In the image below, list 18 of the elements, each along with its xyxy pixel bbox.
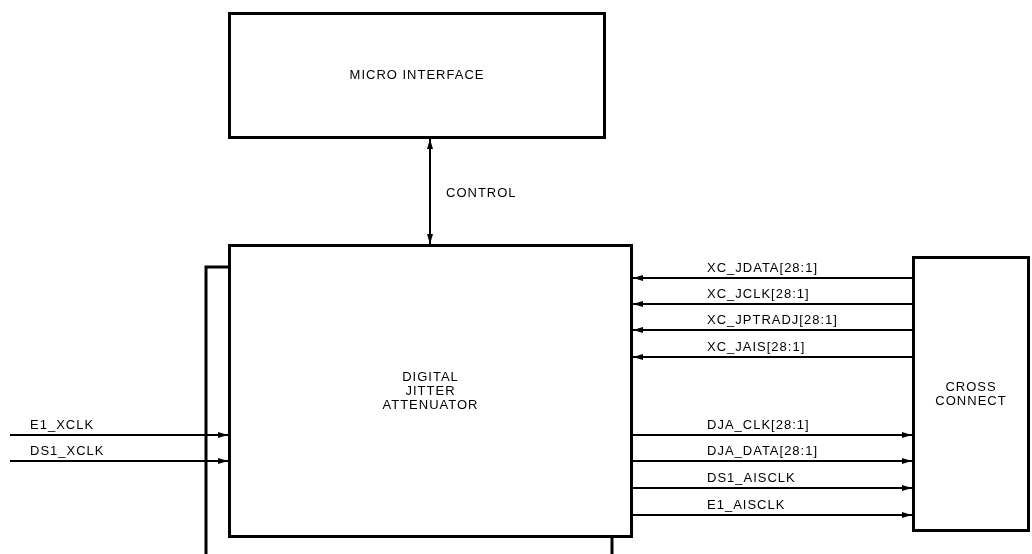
arrow [9, 432, 229, 438]
signal-label: DS1_AISCLK [705, 471, 798, 485]
block-box: MICRO INTERFACE [228, 12, 606, 139]
arrow [427, 138, 433, 245]
arrow [632, 458, 913, 464]
arrow [632, 512, 913, 518]
block-box: CROSS CONNECT [912, 256, 1030, 532]
block-box: DIGITAL JITTER ATTENUATOR [228, 244, 633, 538]
signal-label: CONTROL [444, 186, 519, 200]
arrow [632, 354, 913, 360]
arrow [632, 327, 913, 333]
signal-label: DS1_XCLK [28, 444, 107, 458]
arrow [9, 458, 229, 464]
arrow [632, 485, 913, 491]
arrow [632, 301, 913, 307]
signal-label: E1_AISCLK [705, 498, 788, 512]
arrow [632, 432, 913, 438]
arrow [632, 275, 913, 281]
